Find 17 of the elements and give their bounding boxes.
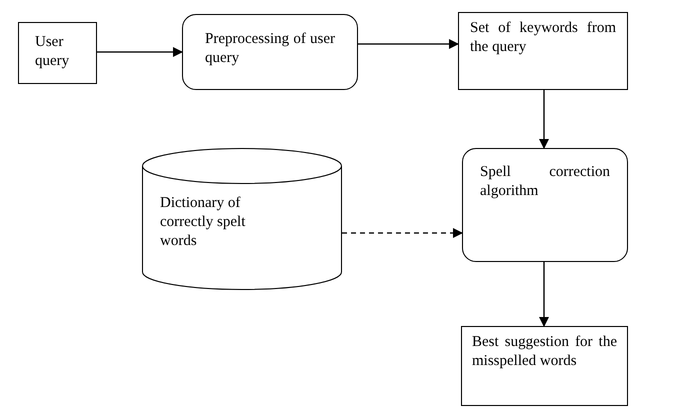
node-label: Set of keywords from the query — [470, 19, 616, 57]
arrow — [97, 47, 183, 57]
node-label: Dictionary of correctly spelt words — [160, 194, 246, 251]
process-box — [182, 14, 358, 90]
database-cylinder — [142, 148, 342, 290]
arrow — [539, 262, 549, 327]
node-label: Preprocessing of user query — [205, 30, 335, 68]
arrow — [539, 90, 549, 149]
input-box — [18, 22, 97, 84]
node-label: Best suggestion for the misspelled words — [472, 333, 617, 371]
node-label: Spell correction algorithm — [480, 163, 610, 201]
output-box — [461, 326, 628, 406]
output-box — [458, 12, 628, 90]
arrow — [358, 39, 459, 49]
arrow — [342, 228, 463, 238]
process-box — [462, 148, 628, 262]
node-label: User query — [35, 33, 70, 71]
